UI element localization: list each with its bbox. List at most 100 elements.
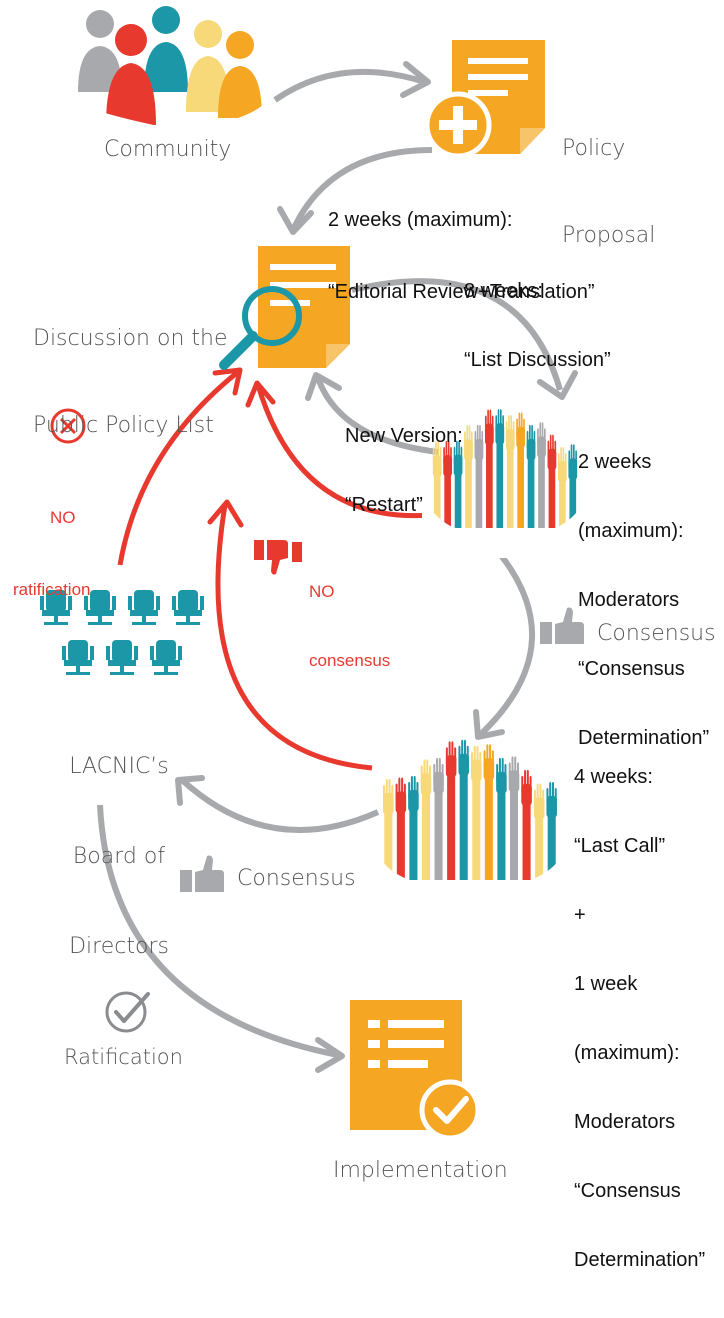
note-line: + [574, 904, 586, 926]
diagram-canvas [40, 6, 588, 1141]
note-line: 2 weeks [578, 451, 652, 473]
raised-hands-icon-2 [372, 739, 568, 910]
arrow-no-consensus [255, 384, 433, 519]
note-line: Moderators [574, 1111, 676, 1133]
hand-shape [537, 422, 546, 528]
hand-shape [557, 446, 567, 528]
list-discussion-note: 8 weeks: “List Discussion” [464, 234, 611, 418]
doc-line [468, 74, 528, 80]
consensus-label-right: Consensus [597, 621, 716, 646]
hand-shape [483, 744, 495, 880]
hand-shape [495, 409, 505, 528]
chair-shape [62, 640, 94, 675]
hand-shape [443, 440, 453, 528]
hand-shape [508, 756, 520, 880]
arrow-restart [315, 376, 439, 455]
note-line: 2 weeks (maximum): [328, 209, 513, 231]
hand-shape [474, 424, 484, 528]
hand-shape [432, 441, 442, 528]
note-line: “Consensus [578, 658, 685, 680]
no-ratification-line: NO [50, 508, 76, 527]
no-ratification-line: ratification [13, 580, 91, 599]
no-consensus-line: NO [309, 582, 335, 601]
board-line: Directors [69, 934, 169, 959]
board-chairs-icon [40, 590, 204, 675]
policy-proposal-label: Policy Proposal [562, 76, 655, 308]
board-line: LACNIC’s [69, 754, 169, 779]
arrow-community-to-proposal [273, 68, 426, 103]
hand-shape [464, 425, 473, 528]
note-line: 4 weeks: [574, 766, 653, 788]
note-line: (maximum): [578, 520, 684, 542]
note-line: 8 weeks: [464, 280, 543, 302]
no-consensus-line: consensus [309, 651, 391, 670]
note-line: (maximum): [574, 1042, 680, 1064]
discussion-document-icon [258, 246, 350, 368]
policy-proposal-icon [424, 40, 545, 159]
hand-shape [383, 779, 394, 880]
hand-shape [471, 745, 482, 880]
editorial-review-note: 2 weeks (maximum): “Editorial Review+Tra… [328, 160, 595, 352]
hand-shape [433, 757, 444, 880]
thumbs-up-icon-bottom [180, 855, 224, 892]
arrow-ratification [97, 804, 339, 1058]
arrow-proposal-to-discussion [290, 147, 433, 232]
chair-shape [128, 590, 160, 625]
hand-shape [533, 783, 545, 880]
hand-shape [547, 434, 557, 528]
check-circle-icon [105, 991, 150, 1033]
hand-shape [453, 440, 463, 528]
hand-shape [420, 759, 432, 880]
note-line: Determination” [574, 1249, 706, 1271]
x-circle-icon [50, 408, 86, 444]
note-line: “Last Call” [574, 835, 666, 857]
discussion-line: Public Policy List [33, 413, 214, 438]
hand-shape [516, 412, 526, 528]
arrow-no-ratification [117, 370, 240, 566]
no-ratification-label: NO ratification [13, 458, 116, 650]
note-line: “Restart” [345, 494, 423, 516]
note-line: 1 week [574, 973, 638, 995]
thumbs-down-icon [254, 540, 302, 575]
arrow-consensus-to-last-call [477, 537, 535, 738]
chair-shape [106, 640, 138, 675]
arrow-last-call-no-consensus [215, 504, 373, 771]
hand-shape [395, 777, 407, 880]
note-line: Determination” [578, 727, 710, 749]
hand-shape [496, 757, 507, 880]
hand-shape [408, 775, 419, 880]
hand-shape [484, 409, 494, 528]
chair-shape [40, 590, 72, 625]
doc-line [468, 90, 508, 96]
magnifier-icon [219, 286, 302, 370]
chair-shape [172, 590, 204, 625]
hand-shape [445, 741, 457, 880]
implementation-document-icon [350, 1000, 481, 1141]
note-line: Moderators [578, 589, 680, 611]
hand-shape [521, 769, 532, 880]
discussion-line: Discussion on the [33, 326, 228, 351]
hand-shape [546, 782, 557, 880]
community-label: Community [104, 137, 232, 162]
raised-hands-icon-1 [422, 409, 588, 558]
last-call-note: 4 weeks: “Last Call” + 1 week (maximum):… [574, 720, 705, 1318]
arrow-list-discussion [351, 278, 563, 391]
doc-line [468, 58, 528, 64]
hand-shape [526, 424, 536, 528]
implementation-label: Implementation [333, 1158, 508, 1183]
board-line: Board of [72, 844, 166, 869]
ratification-label: Ratification [64, 1045, 183, 1069]
community-people-icon [73, 6, 268, 140]
note-line: “List Discussion” [464, 349, 611, 371]
hand-shape [458, 739, 469, 880]
chair-shape [84, 590, 116, 625]
policy-proposal-line: Policy [562, 136, 626, 161]
arrow-consensus-to-board [179, 777, 380, 833]
policy-proposal-line: Proposal [562, 223, 656, 248]
chair-shape [150, 640, 182, 675]
hand-shape [568, 444, 578, 528]
consensus-determination-note: 2 weeks (maximum): Moderators “Consensus… [578, 405, 724, 796]
thumbs-up-icon-right [540, 607, 584, 644]
note-line: “Editorial Review+Translation” [328, 281, 595, 303]
consensus-label-bottom: Consensus [237, 866, 356, 891]
